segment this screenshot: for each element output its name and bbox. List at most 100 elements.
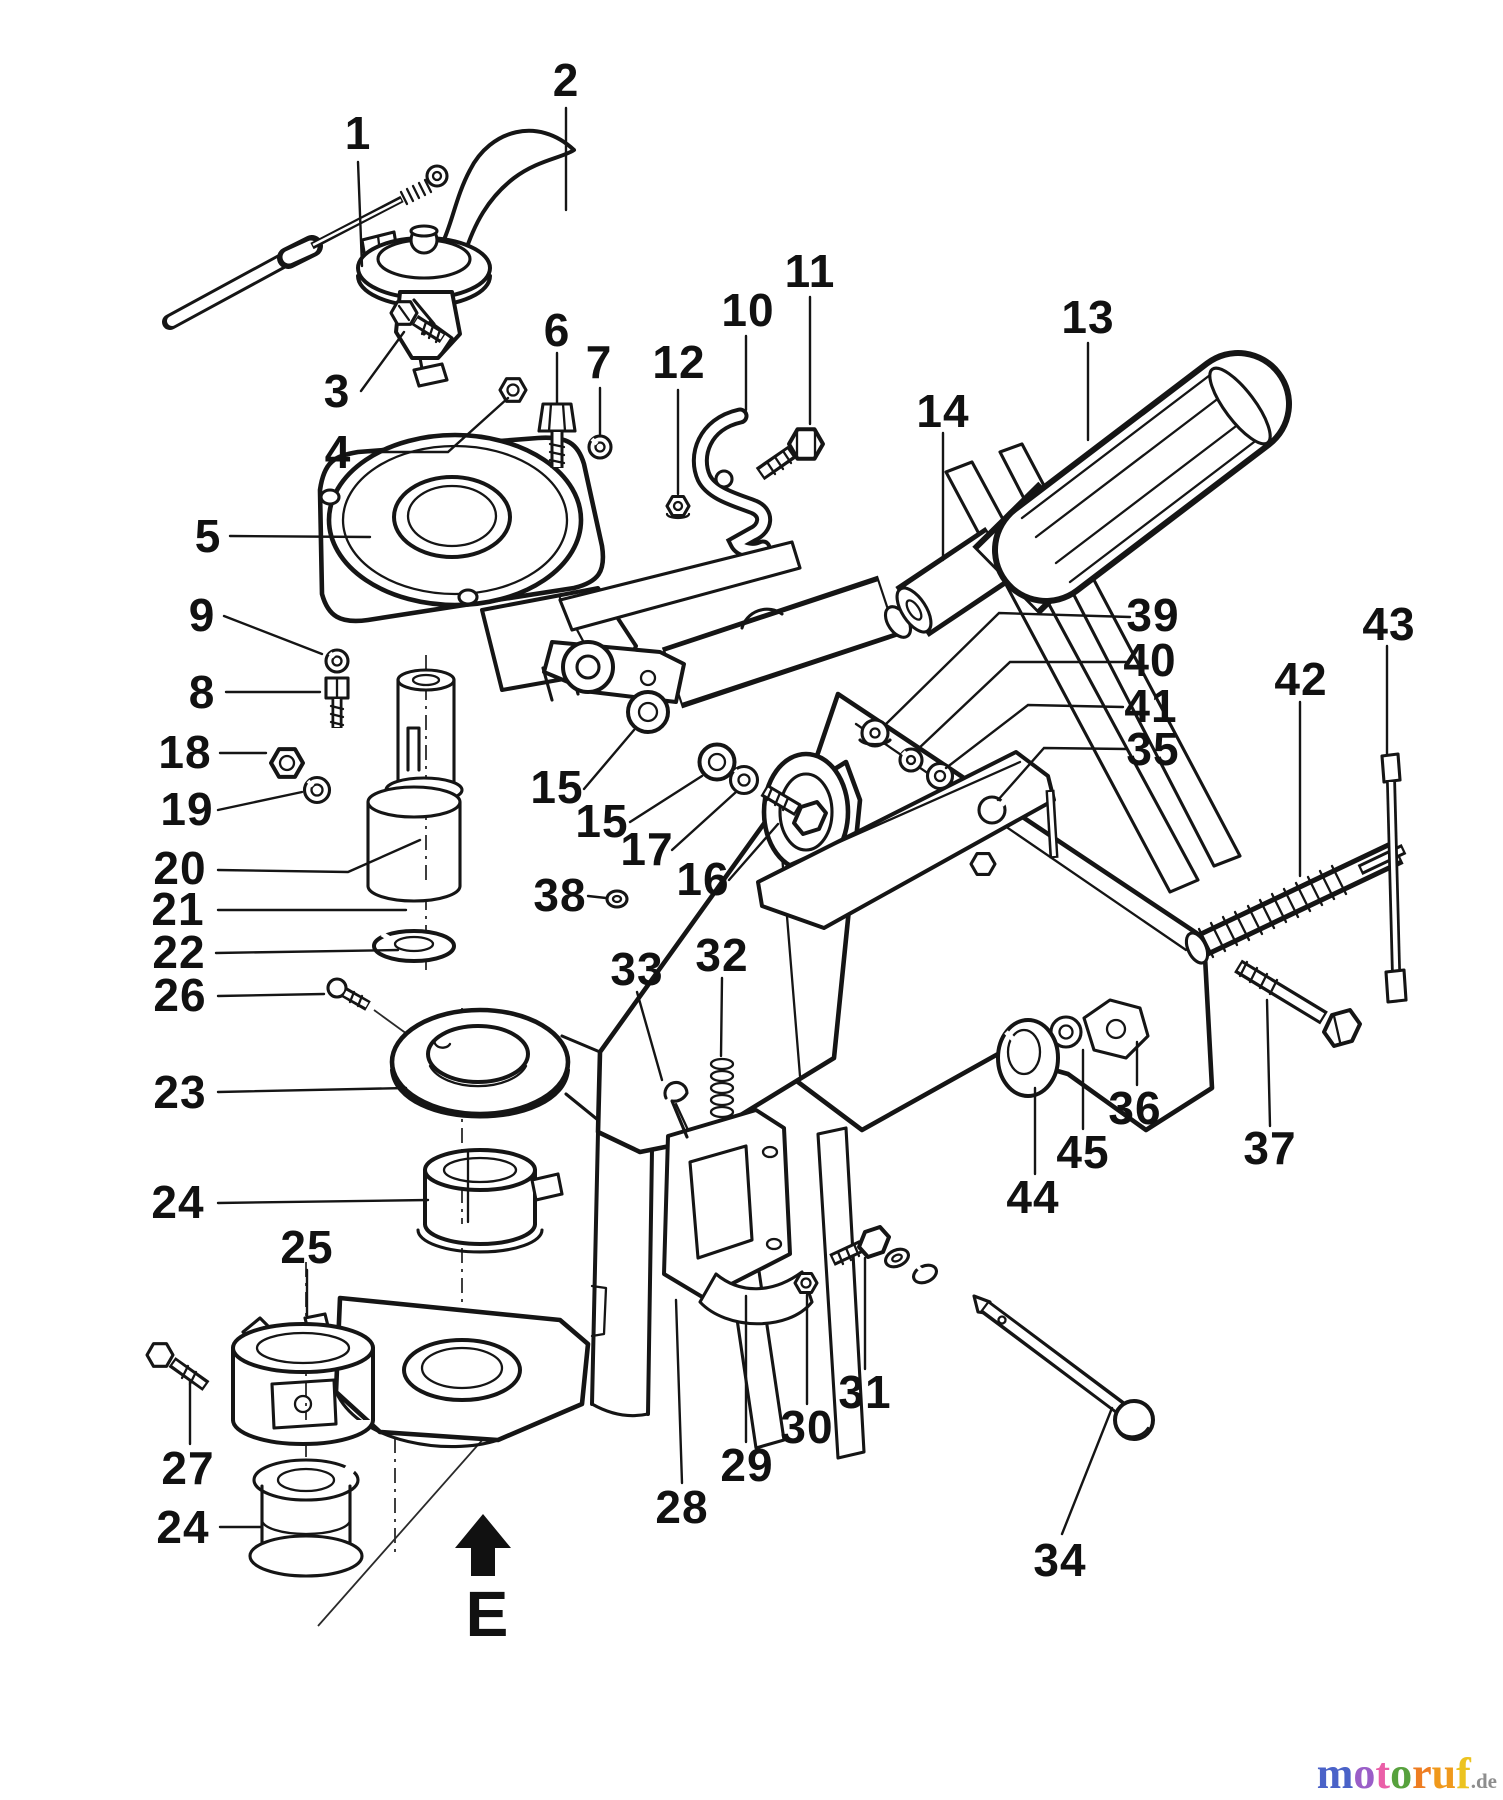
callout-17-leader: [670, 790, 738, 852]
callout-1-label: 1: [345, 107, 372, 159]
callout-20-label: 20: [153, 842, 206, 894]
up-arrow-icon: [455, 1514, 511, 1576]
bushing-24-lower: [248, 1458, 364, 1578]
callout-28-label: 28: [655, 1481, 708, 1533]
clamp-strip-35: [756, 750, 1059, 930]
clamp-screw-42: [1184, 840, 1407, 965]
c-clip-40: [898, 747, 924, 773]
nut-18: [269, 747, 305, 779]
callout-39-label: 39: [1126, 589, 1179, 641]
callout-26-leader: [216, 992, 326, 998]
callout-3-label: 3: [324, 365, 351, 417]
swivel-bracket: [333, 751, 918, 1449]
tiller-handle: [542, 350, 1292, 709]
callout-27-label: 27: [161, 1442, 214, 1494]
callout-10-label: 10: [721, 284, 774, 336]
callout-23-label: 23: [153, 1066, 206, 1118]
section-letter: E: [466, 1578, 509, 1650]
steering-mount-plate: [317, 432, 638, 702]
callout-41-leader: [944, 703, 1125, 770]
callout-2-label: 2: [553, 54, 580, 106]
watermark-letter: f: [1456, 1749, 1471, 1798]
callout-23-leader: [216, 1086, 408, 1094]
callout-20-leader: [216, 838, 422, 874]
watermark-suffix: .de: [1470, 1769, 1497, 1793]
callout-4-leader: [358, 396, 510, 454]
washer-45: [1049, 1015, 1083, 1049]
callout-33-leader: [635, 990, 664, 1082]
callout-40-label: 40: [1123, 634, 1176, 686]
steering-arm-link: [558, 540, 802, 632]
callout-4-label: 4: [325, 426, 352, 478]
bolt-6: [537, 402, 577, 468]
callout-16-leader: [727, 822, 780, 882]
grommet-44: [996, 1018, 1060, 1098]
callout-8-label: 8: [189, 666, 216, 718]
nut-30: [793, 1271, 819, 1295]
callout-43-label: 43: [1362, 598, 1415, 650]
washer-9: [324, 648, 350, 674]
watermark-letter: r: [1412, 1749, 1432, 1798]
bushing-20: [396, 668, 456, 794]
callout-13-label: 13: [1061, 291, 1114, 343]
cap-nut-39: [858, 718, 892, 748]
callout-1-leader: [356, 160, 364, 268]
callout-11-label: 11: [785, 245, 836, 297]
bolt-37: [1234, 959, 1362, 1048]
callout-35-label: 35: [1126, 723, 1179, 775]
callout-19-leader: [216, 790, 304, 812]
washer-38: [605, 889, 629, 909]
callout-35-leader: [996, 746, 1129, 802]
callout-19-label: 19: [160, 783, 213, 835]
boss-36: [1082, 998, 1150, 1060]
callout-21-label: 21: [151, 883, 204, 935]
callout-31-label: 31: [838, 1366, 891, 1418]
callout-28-leader: [674, 1298, 684, 1485]
callout-3-leader: [359, 330, 406, 393]
washer-15b: [697, 742, 737, 782]
watermark-text: motoruf: [1317, 1749, 1471, 1798]
handle-grip-13: [992, 350, 1292, 604]
watermark-logo: motoruf.de: [1317, 1752, 1497, 1796]
callout-24-leader: [216, 1198, 430, 1205]
watermark-letter: o: [1353, 1749, 1376, 1798]
washer-22: [372, 929, 456, 963]
callout-6-label: 6: [544, 304, 571, 356]
friction-plate-assembly: [662, 1057, 938, 1326]
swivel-pin-34: [972, 1294, 1155, 1441]
callout-41-label: 41: [1124, 680, 1177, 732]
bolt-16: [760, 783, 828, 836]
callout-37-label: 37: [1243, 1122, 1296, 1174]
nut-4: [498, 377, 528, 403]
callout-5-label: 5: [195, 510, 222, 562]
callout-layer: 1234567981819202122262324252724101112131…: [151, 54, 1415, 1586]
cable-guide-10: [691, 407, 773, 559]
callout-24-label: 24: [156, 1501, 209, 1553]
washer-19: [302, 775, 332, 805]
callout-34-label: 34: [1033, 1534, 1086, 1586]
callout-24-label: 24: [151, 1176, 204, 1228]
washer-17: [728, 764, 760, 796]
nut-12: [665, 494, 691, 520]
spring-32: [709, 1057, 735, 1119]
washer-41: [925, 761, 955, 791]
watermark-letter: t: [1375, 1749, 1391, 1798]
callout-34-leader: [1060, 1406, 1114, 1536]
callout-32-label: 32: [695, 929, 748, 981]
callout-26-label: 26: [153, 969, 206, 1021]
callout-38-leader: [586, 894, 608, 900]
washer-15a: [626, 690, 670, 734]
callout-40-leader: [915, 660, 1129, 752]
washer-7: [587, 434, 613, 460]
callout-15-leader: [628, 774, 704, 824]
callout-33-label: 33: [610, 943, 663, 995]
tiller-tube-14: [895, 527, 1019, 637]
bolt-27: [145, 1342, 210, 1391]
watermark-letter: u: [1431, 1749, 1457, 1798]
callout-15-label: 15: [530, 761, 583, 813]
throttle-cable: [162, 164, 449, 330]
bushing-21: [366, 776, 464, 903]
callout-30-label: 30: [780, 1401, 833, 1453]
